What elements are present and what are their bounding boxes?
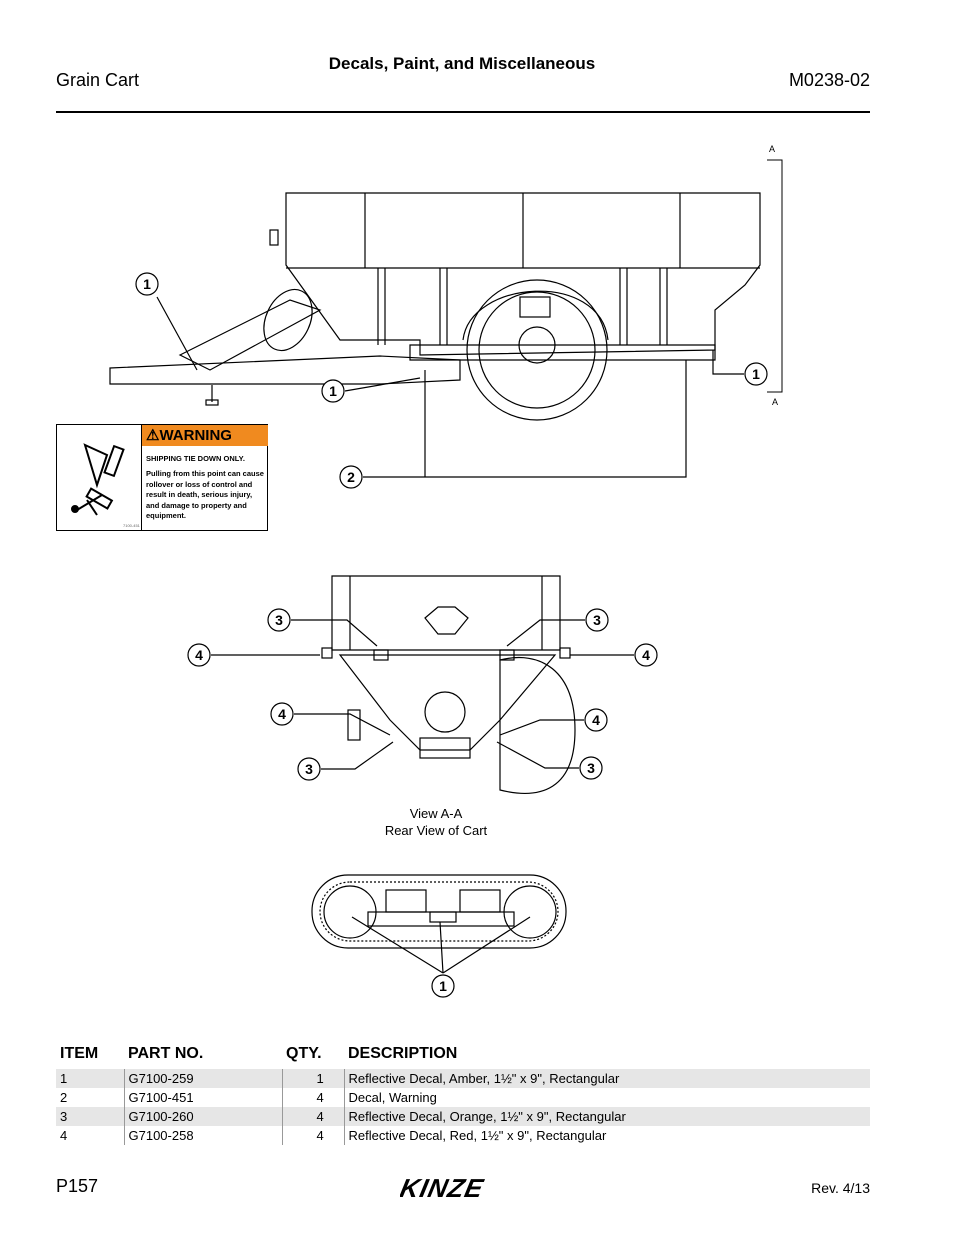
decal-divider [141,425,142,530]
table-row: 1 G7100-259 1 Reflective Decal, Amber, 1… [56,1069,870,1088]
callout-4-right: 4 [642,647,650,663]
table-row: 2 G7100-451 4 Decal, Warning [56,1088,870,1107]
section-mark-top: A [769,144,775,154]
decal-heading: SHIPPING TIE DOWN ONLY. [146,454,245,463]
caption-line-1: View A-A [409,806,463,821]
callout-3-lower-right: 3 [587,760,595,776]
parts-table: ITEM PART NO. QTY. DESCRIPTION 1 G7100-2… [56,1043,870,1145]
rear-view-cart [321,575,576,794]
revision: Rev. 4/13 [811,1180,870,1196]
qty-cell: 4 [281,1088,344,1107]
qty-cell: 4 [281,1126,344,1145]
callout-3-upper-right: 3 [593,612,601,628]
item-cell: 3 [56,1107,124,1126]
callout-3-upper-left: 3 [275,612,283,628]
decal-body: Pulling from this point can cause rollov… [146,469,264,520]
kinze-logo: KINZE [400,1173,487,1202]
side-callouts: 1 1 1 2 [135,272,768,489]
warning-triangle-icon: ⚠ [146,427,160,444]
header-description: DESCRIPTION [348,1045,458,1062]
track-callouts: 1 [351,916,531,998]
description-cell: Reflective Decal, Orange, 1½" x 9", Rect… [343,1107,870,1126]
part-cell: G7100-259 [123,1069,282,1088]
header-qty: QTY. [286,1045,322,1062]
callout-3-lower-left: 3 [305,761,313,777]
kinze-logo-text: KINZE [400,1173,487,1202]
decal-header-text: WARNING [159,427,232,444]
part-cell: G7100-258 [123,1126,282,1145]
qty-cell: 1 [281,1069,344,1088]
header-rule [56,111,870,113]
description-cell: Reflective Decal, Amber, 1½" x 9", Recta… [343,1069,870,1088]
callout-4-left: 4 [195,647,203,663]
product-name: Grain Cart [56,70,140,90]
decal-code: 7100-451 [123,523,140,528]
table-header-row: ITEM PART NO. QTY. DESCRIPTION [56,1043,870,1069]
table-row: 3 G7100-260 4 Reflective Decal, Orange, … [56,1107,870,1126]
rear-callouts: 3 3 4 4 4 4 3 3 [187,608,658,781]
view-caption: View A-A Rear View of Cart [336,805,536,839]
decal-header: ⚠WARNING [142,425,268,446]
page-title: Decals, Paint, and Miscellaneous [328,54,596,73]
callout-4-lower-left: 4 [278,706,286,722]
header-part-no: PART NO. [128,1045,204,1062]
callout-2-warning: 2 [347,469,355,485]
item-cell: 4 [60,1128,68,1143]
section-mark-bottom: A [772,397,778,407]
description-cell: Reflective Decal, Red, 1½" x 9", Rectang… [343,1126,870,1145]
description-cell: Decal, Warning [343,1088,870,1107]
header-item: ITEM [60,1045,99,1062]
track-view [311,874,567,949]
section-line [767,159,783,393]
callout-1-track: 1 [439,978,447,994]
callout-1-rear: 1 [752,366,760,382]
page-number: P157 [56,1176,99,1196]
rollover-pictogram-icon [71,443,125,516]
callout-1-frame: 1 [329,383,337,399]
callout-4-lower-right: 4 [592,712,600,728]
qty-cell: 4 [281,1107,344,1126]
warning-decal: ⚠WARNING SHIPPING TIE DOWN ONLY. Pulling… [56,424,268,531]
item-cell: 1 [56,1069,124,1088]
side-view-cart [109,192,761,421]
table-row: 4 G7100-258 4 Reflective Decal, Red, 1½"… [56,1126,870,1145]
part-cell: G7100-260 [123,1107,282,1126]
part-cell: G7100-451 [123,1088,282,1107]
callout-1-hitch: 1 [143,276,151,292]
caption-line-2: Rear View of Cart [384,823,488,838]
manual-number: M0238-02 [788,70,870,90]
item-cell: 2 [60,1090,68,1105]
